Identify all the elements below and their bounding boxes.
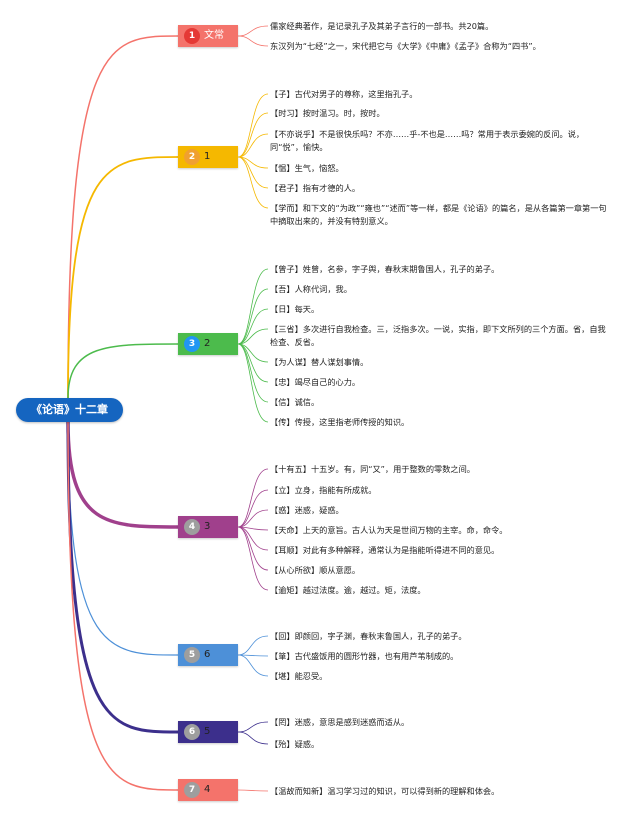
leaf-connector bbox=[237, 25, 269, 37]
leaf-note[interactable]: 【回】即颜回，字子渊，春秋末鲁国人，孔子的弟子。 bbox=[270, 631, 467, 641]
leaf-connector bbox=[237, 288, 269, 345]
leaf-connector bbox=[237, 489, 269, 528]
priority-badge-icon: 7 bbox=[184, 782, 200, 798]
priority-badge-icon: 1 bbox=[184, 28, 200, 44]
leaf-connector bbox=[237, 789, 269, 792]
leaf-connector bbox=[237, 635, 269, 656]
leaf-connector bbox=[237, 156, 269, 209]
leaf-note[interactable]: 【耳顺】对此有多种解释，通常认为是指能听得进不同的意见。 bbox=[270, 545, 500, 555]
priority-badge-icon: 2 bbox=[184, 149, 200, 165]
leaf-connector bbox=[237, 509, 269, 528]
leaf-note[interactable]: 【十有五】十五岁。有，同“又”，用于整数的零数之间。 bbox=[270, 464, 475, 474]
leaf-connector bbox=[237, 35, 269, 47]
leaf-connector bbox=[237, 112, 269, 158]
priority-badge-icon: 3 bbox=[184, 336, 200, 352]
leaf-note[interactable]: 【学而】和下文的“为政”“雍也”“述而”等一样，都是《论语》的篇名，是从各篇第一… bbox=[270, 203, 607, 226]
leaf-note[interactable]: 【子】古代对男子的尊称，这里指孔子。 bbox=[270, 89, 418, 99]
branch-label: 5 bbox=[204, 726, 211, 737]
leaf-note[interactable]: 儒家经典著作，是记录孔子及其弟子言行的一部书。共20篇。 bbox=[270, 21, 494, 31]
root-branch-connector bbox=[67, 421, 179, 656]
leaf-note[interactable]: 【温故而知新】温习学习过的知识，可以得到新的理解和体会。 bbox=[270, 786, 500, 796]
root-branch-connector bbox=[66, 421, 179, 529]
leaf-note[interactable]: 【逾矩】越过法度。逾，越过。矩，法度。 bbox=[270, 585, 426, 595]
priority-badge-icon: 4 bbox=[184, 519, 200, 535]
leaf-note[interactable]: 【曾子】姓曾，名参，字子舆，春秋末期鲁国人，孔子的弟子。 bbox=[270, 264, 500, 274]
priority-badge-icon: 6 bbox=[184, 724, 200, 740]
leaf-note[interactable]: 【君子】指有才德的人。 bbox=[270, 183, 361, 193]
leaf-note[interactable]: 【时习】按时温习。时，按时。 bbox=[270, 108, 385, 118]
root-branch-connector bbox=[67, 35, 179, 399]
leaf-note[interactable]: 【不亦说乎】不是很快乐吗？不亦……乎-不也是……吗？常用于表示委婉的反问。说，同… bbox=[270, 129, 585, 152]
leaf-note[interactable]: 【堪】能忍受。 bbox=[270, 671, 328, 681]
branch-label: 6 bbox=[204, 649, 211, 660]
root-node[interactable]: 《论语》十二章 bbox=[16, 398, 123, 422]
leaf-note[interactable]: 【为人谋】替人谋划事情。 bbox=[270, 357, 369, 367]
branch-label: 4 bbox=[204, 784, 211, 795]
leaf-note[interactable]: 【日】每天。 bbox=[270, 304, 320, 314]
leaf-note[interactable]: 【忠】竭尽自己的心力。 bbox=[270, 377, 361, 387]
leaf-note[interactable]: 【愠】生气，恼怒。 bbox=[270, 163, 344, 173]
branch-label: 2 bbox=[204, 338, 211, 349]
leaf-connector bbox=[237, 468, 269, 528]
leaf-note[interactable]: 【信】诚信。 bbox=[270, 397, 320, 407]
root-branch-connector bbox=[67, 421, 179, 791]
branch-label: 3 bbox=[204, 521, 211, 532]
leaf-connector bbox=[237, 343, 269, 403]
leaf-note[interactable]: 【罔】迷惑，意思是感到迷惑而适从。 bbox=[270, 717, 410, 727]
leaf-note[interactable]: 东汉列为“七经”之一，宋代把它与《大学》《中庸》《孟子》合称为“四书”。 bbox=[270, 41, 541, 51]
branch-label: 1 bbox=[204, 151, 211, 162]
leaf-connector bbox=[237, 308, 269, 345]
leaf-connector bbox=[237, 654, 269, 677]
leaf-note[interactable]: 【从心所欲】顺从意愿。 bbox=[270, 565, 361, 575]
leaf-connector bbox=[237, 343, 269, 423]
leaf-note[interactable]: 【惑】迷惑，疑惑。 bbox=[270, 505, 344, 515]
leaf-note[interactable]: 【天命】上天的意旨。古人认为天是世间万物的主宰。命，命令。 bbox=[270, 525, 508, 535]
root-branch-connector bbox=[66, 421, 179, 734]
leaf-connector bbox=[237, 268, 269, 345]
root-branch-connector bbox=[67, 156, 179, 399]
leaf-connector bbox=[237, 93, 269, 158]
leaf-connector bbox=[237, 526, 269, 591]
leaf-connector bbox=[237, 731, 269, 745]
leaf-connector bbox=[237, 343, 269, 383]
leaf-note[interactable]: 【吾】人称代词，我。 bbox=[270, 284, 352, 294]
leaf-connector bbox=[237, 526, 269, 551]
branch-label: 文常 bbox=[204, 30, 224, 41]
priority-badge-icon: 5 bbox=[184, 647, 200, 663]
leaf-note[interactable]: 【传】传授，这里指老师传授的知识。 bbox=[270, 417, 410, 427]
leaf-connector bbox=[237, 133, 269, 158]
leaf-connector bbox=[237, 156, 269, 189]
leaf-note[interactable]: 【箪】古代盛饭用的圆形竹器，也有用芦苇制成的。 bbox=[270, 651, 459, 661]
leaf-connector bbox=[237, 328, 269, 345]
leaf-note[interactable]: 【三省】多次进行自我检查。三，泛指多次。一说，实指，即下文所列的三个方面。省，自… bbox=[270, 324, 606, 347]
leaf-connector bbox=[237, 721, 269, 733]
root-branch-connector bbox=[67, 343, 179, 399]
leaf-note[interactable]: 【立】立身，指能有所成就。 bbox=[270, 485, 377, 495]
branch-node[interactable]: 1 文常 bbox=[178, 25, 238, 47]
leaf-note[interactable]: 【殆】疑惑。 bbox=[270, 739, 320, 749]
